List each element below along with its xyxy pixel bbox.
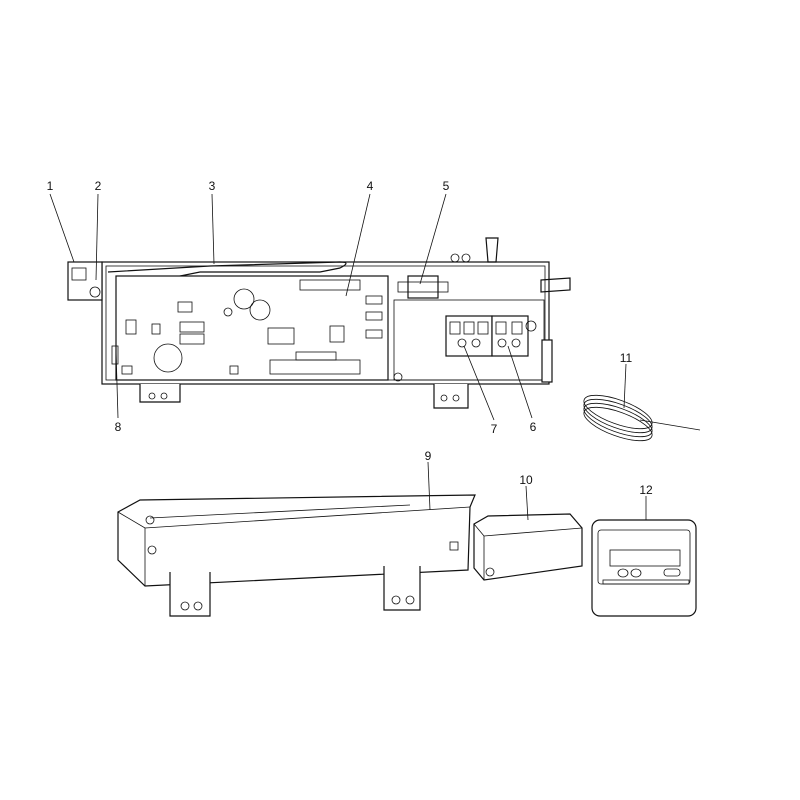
callout-4: 4 [367,179,374,193]
callout-1: 1 [47,179,54,193]
callout-3: 3 [209,179,216,193]
control-box-assembly [67,237,571,409]
callout-2: 2 [95,179,102,193]
cover-panel-9 [117,494,476,617]
callout-6: 6 [530,420,537,434]
leader-lines [49,193,647,521]
callout-7: 7 [491,422,498,436]
callout-8: 8 [115,420,122,434]
cable-coil-11 [583,394,701,442]
terminal-cover-10 [473,513,583,581]
callout-5: 5 [443,179,450,193]
terminal-block-7 [445,315,493,357]
callout-10: 10 [519,473,533,487]
terminal-block-6 [491,315,529,357]
callout-9: 9 [425,449,432,463]
callout-12: 12 [639,483,653,497]
callout-11: 11 [620,351,633,365]
remote-controller-12 [591,519,697,617]
